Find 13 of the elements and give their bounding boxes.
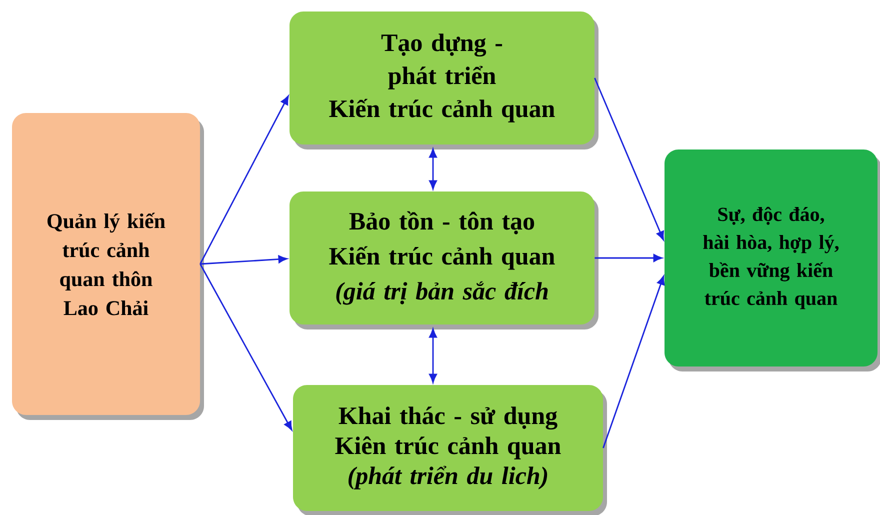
arrow xyxy=(200,96,289,264)
arrow xyxy=(594,254,662,262)
arrow xyxy=(200,264,292,430)
process-box: Khai thác - sử dụng Kiên trúc cảnh quan (phát triển du lich) xyxy=(293,385,607,515)
process-box: Tạo dựng - phát triển Kiến trúc cảnh quan xyxy=(290,12,598,150)
process-box: Sự, độc đáo, hài hòa, hợp lý, bền vững kiến trúc cảnh quan xyxy=(664,150,880,372)
process-box: Bảo tồn - tôn tạo Kiến trúc cảnh quan (giá trị bản sắc đích xyxy=(290,192,598,330)
arrow xyxy=(429,328,437,383)
process-box: Quản lý kiến trúc cảnh quan thôn Lao Chải xyxy=(12,113,204,420)
arrow xyxy=(200,255,288,265)
arrow xyxy=(429,148,437,190)
arrow xyxy=(594,78,664,240)
arrow xyxy=(602,276,665,448)
